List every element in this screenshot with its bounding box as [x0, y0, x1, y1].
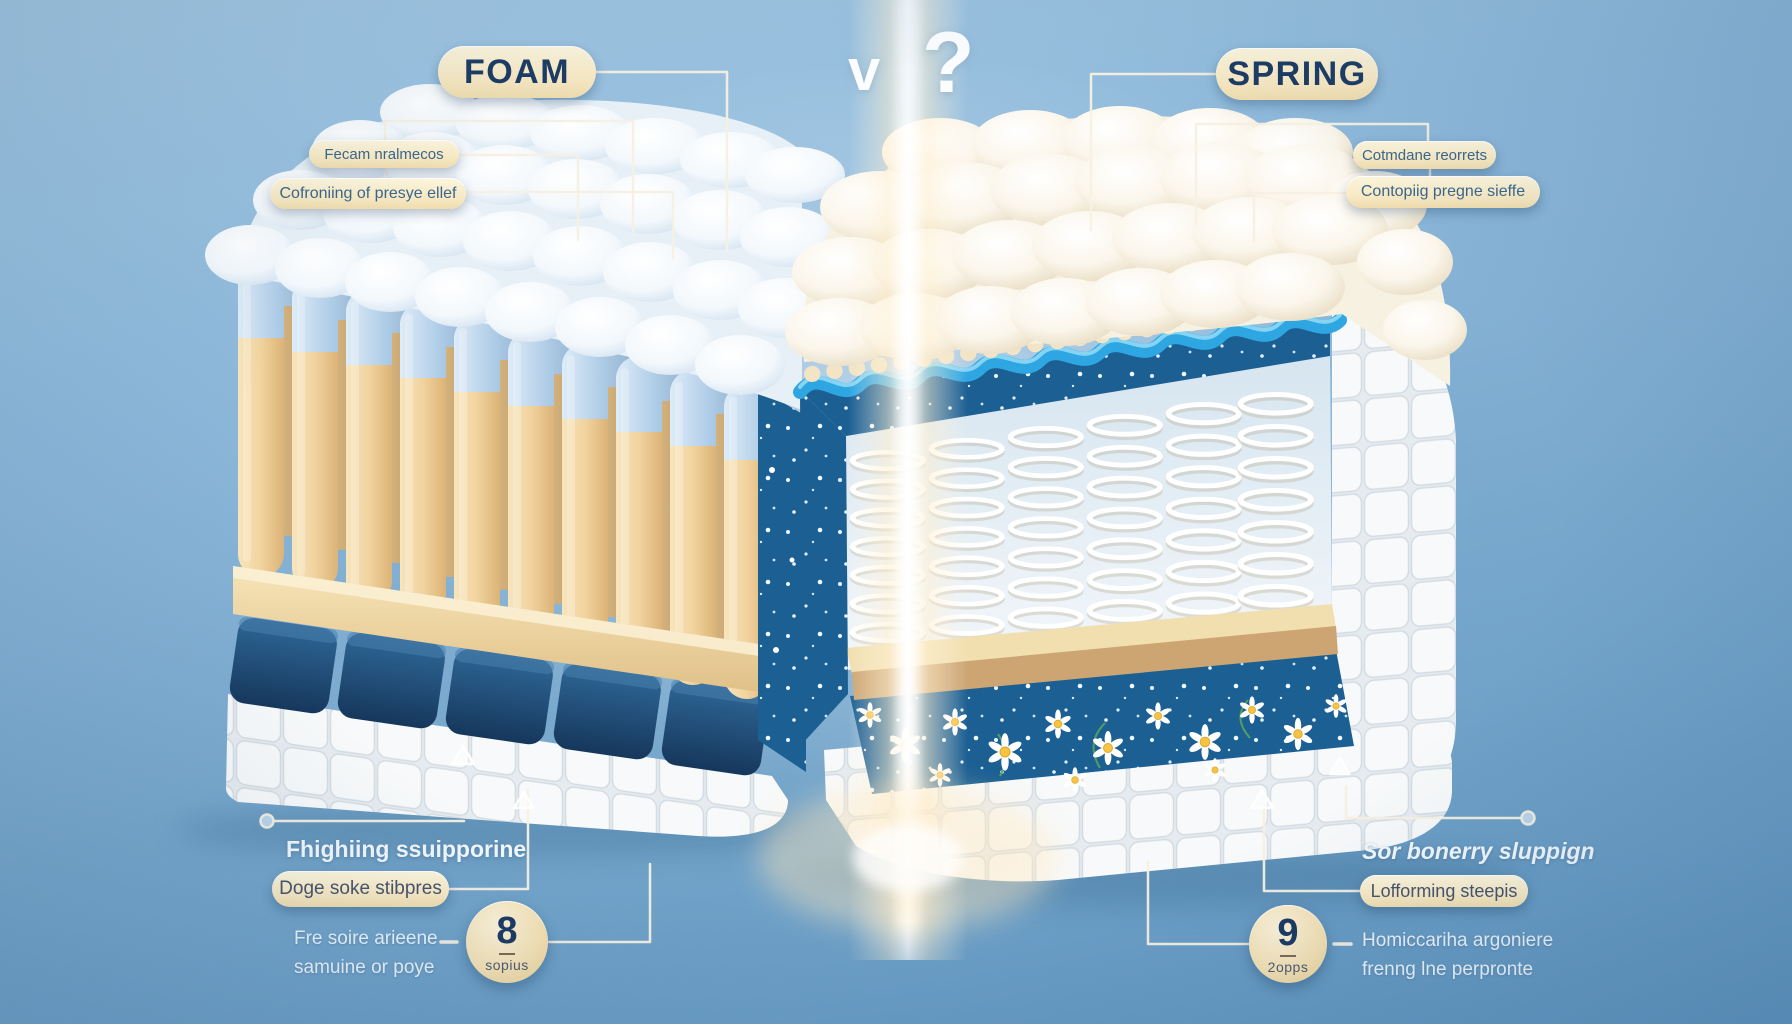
spring-feature-label: Lofforming steepis	[1370, 880, 1518, 901]
spring-callout-label-1: Cotmdane reorrets	[1361, 146, 1488, 164]
spring-callout-pill-2: Contopiig pregne sieffe	[1346, 176, 1540, 208]
light-beam	[758, 0, 1058, 960]
spring-note-line-2: frenng lne perpronte	[1362, 959, 1534, 981]
foam-navy-blocks	[229, 616, 771, 776]
spring-title-label: SPRING	[1227, 54, 1367, 93]
spring-stat-divider	[1280, 954, 1296, 957]
foam-callout-label-2: Cofroniing of presye ellef	[279, 184, 457, 202]
spring-callout-pill-1: Cotmdane reorrets	[1353, 141, 1496, 169]
spring-callout-label-2: Contopiig pregne sieffe	[1360, 183, 1526, 200]
foam-stat-badge: 8 sopius	[466, 901, 548, 983]
callout-lines	[259, 70, 1536, 946]
spring-stat-unit: 2opps	[1267, 958, 1309, 975]
spring-support-text: Sor bonerry sluppign	[1362, 838, 1595, 864]
foam-feature-pill: Doge soke stibpres	[272, 871, 449, 907]
foam-stat-divider	[499, 952, 515, 955]
versus-v-letter: v	[848, 38, 881, 103]
foam-support-text: Fhighiing ssuipporine	[286, 836, 527, 862]
foam-note-line-2: samuine or poye	[294, 957, 435, 979]
foam-callout-pill-2: Cofroniing of presye ellef	[270, 178, 466, 209]
foam-callout-pill-1: Fecam nralmecos	[309, 140, 459, 168]
spring-title-pill: SPRING	[1216, 48, 1378, 100]
foam-note-line-1: Fre soire arieene	[294, 928, 438, 949]
spring-stat-value: 9	[1277, 911, 1299, 954]
foam-stat-unit: sopius	[485, 956, 529, 973]
foam-note-text: Fre soire arieene samuine or poye	[294, 924, 438, 983]
foam-callout-label-1: Fecam nralmecos	[324, 145, 444, 163]
foam-title-pill: FOAM	[438, 46, 596, 98]
spring-note-text: Homiccariha argoniere frenng lne perpron…	[1362, 926, 1553, 985]
spring-feature-pill: Lofforming steepis	[1360, 875, 1528, 907]
foam-title-label: FOAM	[463, 52, 571, 91]
foam-stat-value: 8	[496, 909, 518, 952]
foam-feature-label: Doge soke stibpres	[279, 878, 442, 899]
spring-stat-badge: 9 2opps	[1249, 905, 1327, 983]
versus-question-mark: ?	[922, 15, 975, 111]
spring-note-line-1: Homiccariha argoniere	[1362, 930, 1554, 951]
